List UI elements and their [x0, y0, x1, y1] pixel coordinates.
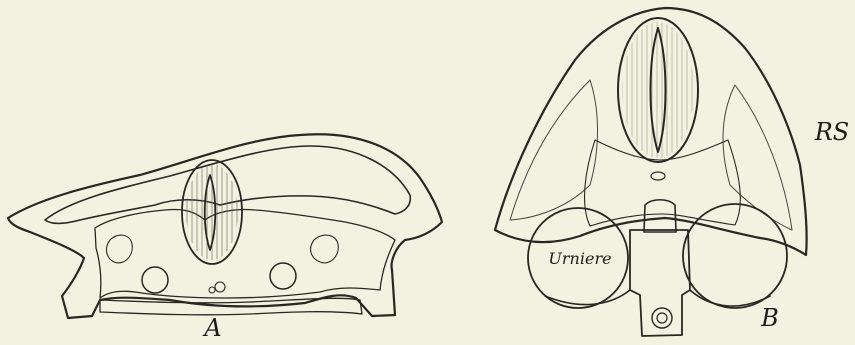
section-a-drawing: [8, 134, 442, 318]
rs-label: RS: [814, 118, 850, 146]
figure-a-label: A: [202, 314, 221, 342]
urniere-label: Urniere: [548, 249, 611, 268]
figure-b-label: B: [760, 304, 779, 332]
section-b-drawing: [495, 8, 807, 336]
